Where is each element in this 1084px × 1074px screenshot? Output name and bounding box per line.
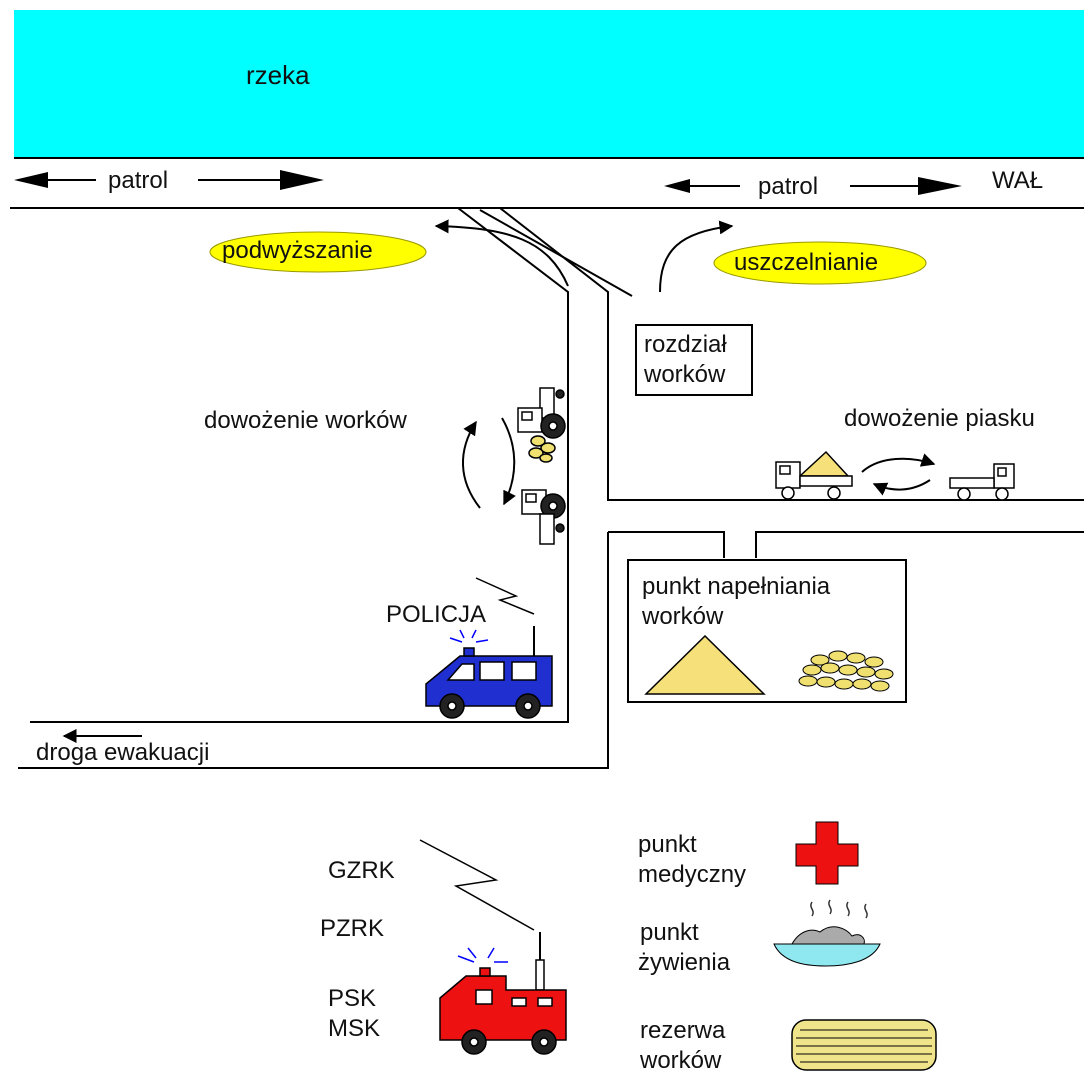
raising-ellipse (209, 231, 427, 273)
medical-label-1: punkt (638, 831, 697, 858)
patrol-label-left: patrol (108, 167, 169, 194)
patrol-arrows-left (14, 170, 324, 190)
sand-pile (644, 634, 766, 695)
river-area (14, 10, 1084, 158)
sand-arrow-right (861, 453, 936, 473)
police-label: POLICJA (386, 601, 487, 628)
patrol-arrows-right (664, 177, 962, 195)
bag-transport-label: dowożenie worków (204, 407, 407, 434)
bag-distribution-label-1: rozdział (644, 331, 727, 358)
filling-point-label-1: punkt napełniania (642, 573, 831, 600)
roads (18, 207, 1084, 769)
msk-label: MSK (328, 1015, 381, 1042)
reserve-label-1: rezerwa (640, 1017, 726, 1044)
river-label: rzeka (246, 60, 310, 90)
truck-loaded (775, 450, 853, 500)
gzrk-label: GZRK (328, 857, 395, 884)
police-beacon-light (449, 629, 489, 643)
tractor-bottom (521, 489, 566, 545)
food-bowl-icon (773, 899, 881, 967)
bag-transport-arrow-down (501, 417, 516, 506)
sealing-arrow (659, 220, 734, 293)
medical-label-2: medyczny (638, 861, 747, 888)
pzrk-label: PZRK (320, 915, 385, 942)
bag-distribution-box (635, 324, 753, 396)
patrol-label-right: patrol (758, 173, 819, 200)
medical-cross-icon (795, 821, 859, 885)
police-radio-signal (475, 577, 535, 615)
truck-empty (949, 463, 1015, 501)
sand-transport-label: dowożenie piasku (844, 405, 1035, 432)
raising-label: podwyższanie (222, 237, 373, 264)
psk-label: PSK (328, 985, 377, 1012)
food-label-1: punkt (640, 919, 699, 946)
fire-truck (439, 932, 567, 1055)
food-label-2: żywienia (638, 949, 731, 976)
command-radio-signal (419, 839, 535, 931)
evacuation-label: droga ewakuacji (36, 739, 210, 766)
bag-distribution-label-2: worków (644, 361, 726, 388)
sealing-label: uszczelnianie (734, 249, 879, 276)
raising-arrow (434, 219, 569, 287)
sealing-ellipse (713, 241, 927, 285)
tractor-top (517, 387, 566, 463)
reserve-label-2: worków (640, 1047, 722, 1074)
bag-transport-arrow-up (462, 420, 481, 509)
filling-point-label-2: worków (642, 603, 724, 630)
dike-label: WAŁ (992, 167, 1044, 194)
bag-reserve-icon (791, 1019, 937, 1071)
fire-beacon-light (457, 947, 508, 963)
sand-arrow-left (872, 479, 931, 496)
filled-bags-pile (798, 650, 894, 692)
police-van (425, 626, 553, 719)
